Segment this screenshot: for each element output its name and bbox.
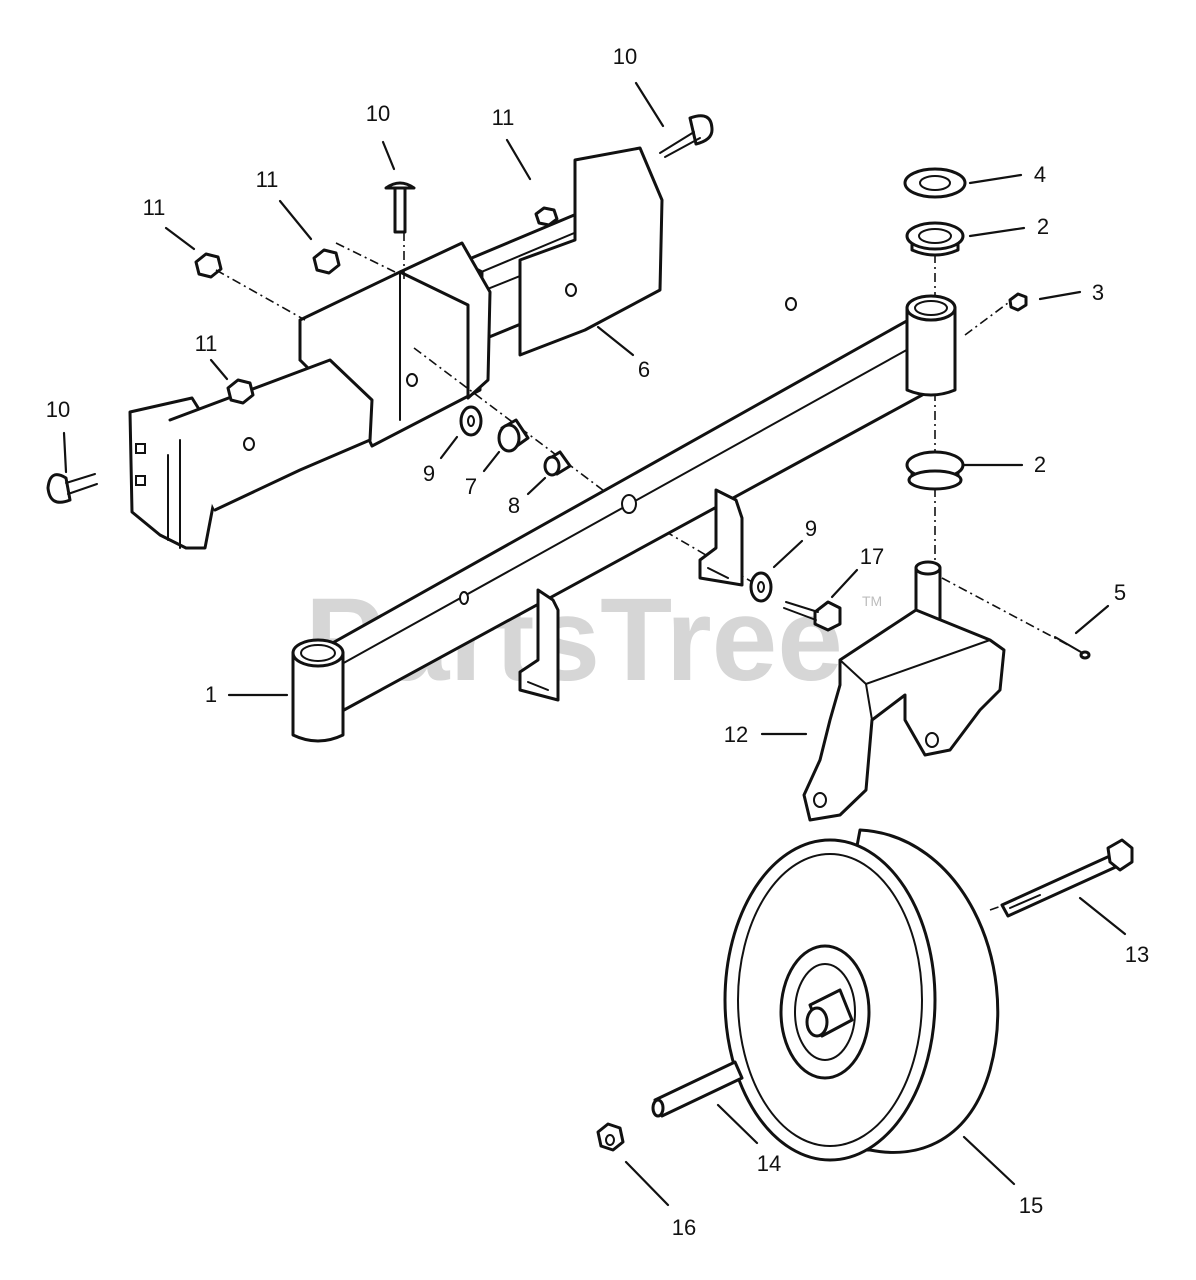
hex-nut-top-left bbox=[194, 252, 223, 279]
hex-nut-16 bbox=[596, 1122, 625, 1152]
leader-line-c15 bbox=[962, 1135, 1016, 1186]
leader-line-c3 bbox=[1038, 290, 1082, 301]
callout-c7: 7 bbox=[465, 474, 477, 499]
hex-bolt-17 bbox=[783, 600, 842, 632]
callout-c16: 16 bbox=[672, 1215, 696, 1240]
callout-c17: 17 bbox=[860, 544, 884, 569]
callout-c9a: 9 bbox=[423, 461, 435, 486]
hex-nut-top-right bbox=[534, 206, 559, 227]
callout-c14: 14 bbox=[757, 1151, 781, 1176]
callout-c11a: 11 bbox=[492, 105, 515, 130]
callout-c15: 15 bbox=[1019, 1193, 1043, 1218]
hex-nut-left bbox=[226, 378, 255, 405]
spacer-8 bbox=[543, 450, 572, 477]
leader-line-c11d bbox=[209, 358, 229, 381]
leader-line-c14 bbox=[716, 1103, 759, 1145]
axle-bolt-13 bbox=[1000, 838, 1134, 918]
callout-c10a: 10 bbox=[613, 44, 637, 69]
leader-line-c6 bbox=[596, 325, 635, 357]
callout-c2a: 2 bbox=[1037, 214, 1049, 239]
leader-line-c10c bbox=[62, 431, 68, 474]
callout-c11b: 11 bbox=[256, 167, 279, 192]
leader-line-c11b bbox=[278, 199, 313, 241]
wheel-15 bbox=[723, 828, 1000, 1162]
callout-c11c: 11 bbox=[143, 195, 166, 220]
caster-yoke bbox=[802, 560, 1006, 822]
callout-c11d: 11 bbox=[195, 331, 218, 356]
bushing-4 bbox=[903, 167, 967, 199]
washer-9-lower bbox=[749, 571, 773, 603]
hex-nut-top-center bbox=[312, 248, 341, 275]
callout-c2b: 2 bbox=[1034, 452, 1046, 477]
cotter-pin-5 bbox=[1054, 636, 1091, 660]
leader-line-c8 bbox=[526, 476, 547, 496]
leader-line-c17 bbox=[830, 568, 859, 599]
carriage-bolt-top-right bbox=[659, 114, 714, 158]
leader-line-c4 bbox=[968, 173, 1023, 185]
mounting-bracket-assembly bbox=[128, 146, 664, 550]
axle-bar bbox=[291, 294, 957, 743]
leader-line-c9b bbox=[772, 539, 804, 569]
callout-c4: 4 bbox=[1034, 162, 1046, 187]
callout-c3: 3 bbox=[1092, 280, 1104, 305]
leader-line-c16 bbox=[624, 1160, 670, 1207]
callout-c6: 6 bbox=[638, 357, 650, 382]
washer-9-upper bbox=[459, 405, 483, 437]
callout-c10c: 10 bbox=[46, 397, 70, 422]
bushing-2-upper bbox=[905, 221, 965, 257]
callout-c13: 13 bbox=[1125, 942, 1149, 967]
leader-line-c5 bbox=[1074, 604, 1110, 635]
leader-line-c11c bbox=[164, 226, 196, 251]
axle-sleeve-14 bbox=[651, 1060, 744, 1118]
watermark-tm: TM bbox=[862, 593, 882, 609]
callout-c9b: 9 bbox=[805, 516, 817, 541]
callout-c1: 1 bbox=[205, 682, 217, 707]
set-screw-3 bbox=[1008, 292, 1028, 312]
leader-line-c11a bbox=[505, 138, 532, 181]
leader-line-c10b bbox=[381, 140, 396, 171]
callout-c5: 5 bbox=[1114, 580, 1126, 605]
callout-c8: 8 bbox=[508, 493, 520, 518]
callout-c12: 12 bbox=[724, 722, 748, 747]
leader-line-c9a bbox=[439, 435, 459, 460]
bushing-2-lower bbox=[905, 450, 965, 491]
leader-line-c13 bbox=[1078, 896, 1127, 936]
spacer-7 bbox=[497, 418, 530, 453]
callout-c10b: 10 bbox=[366, 101, 390, 126]
leader-line-c7 bbox=[482, 450, 501, 473]
carriage-bolt-top-center bbox=[384, 181, 416, 234]
leader-line-c2a bbox=[968, 226, 1026, 238]
leader-line-c10a bbox=[634, 81, 665, 128]
carriage-bolt-left bbox=[46, 473, 98, 504]
